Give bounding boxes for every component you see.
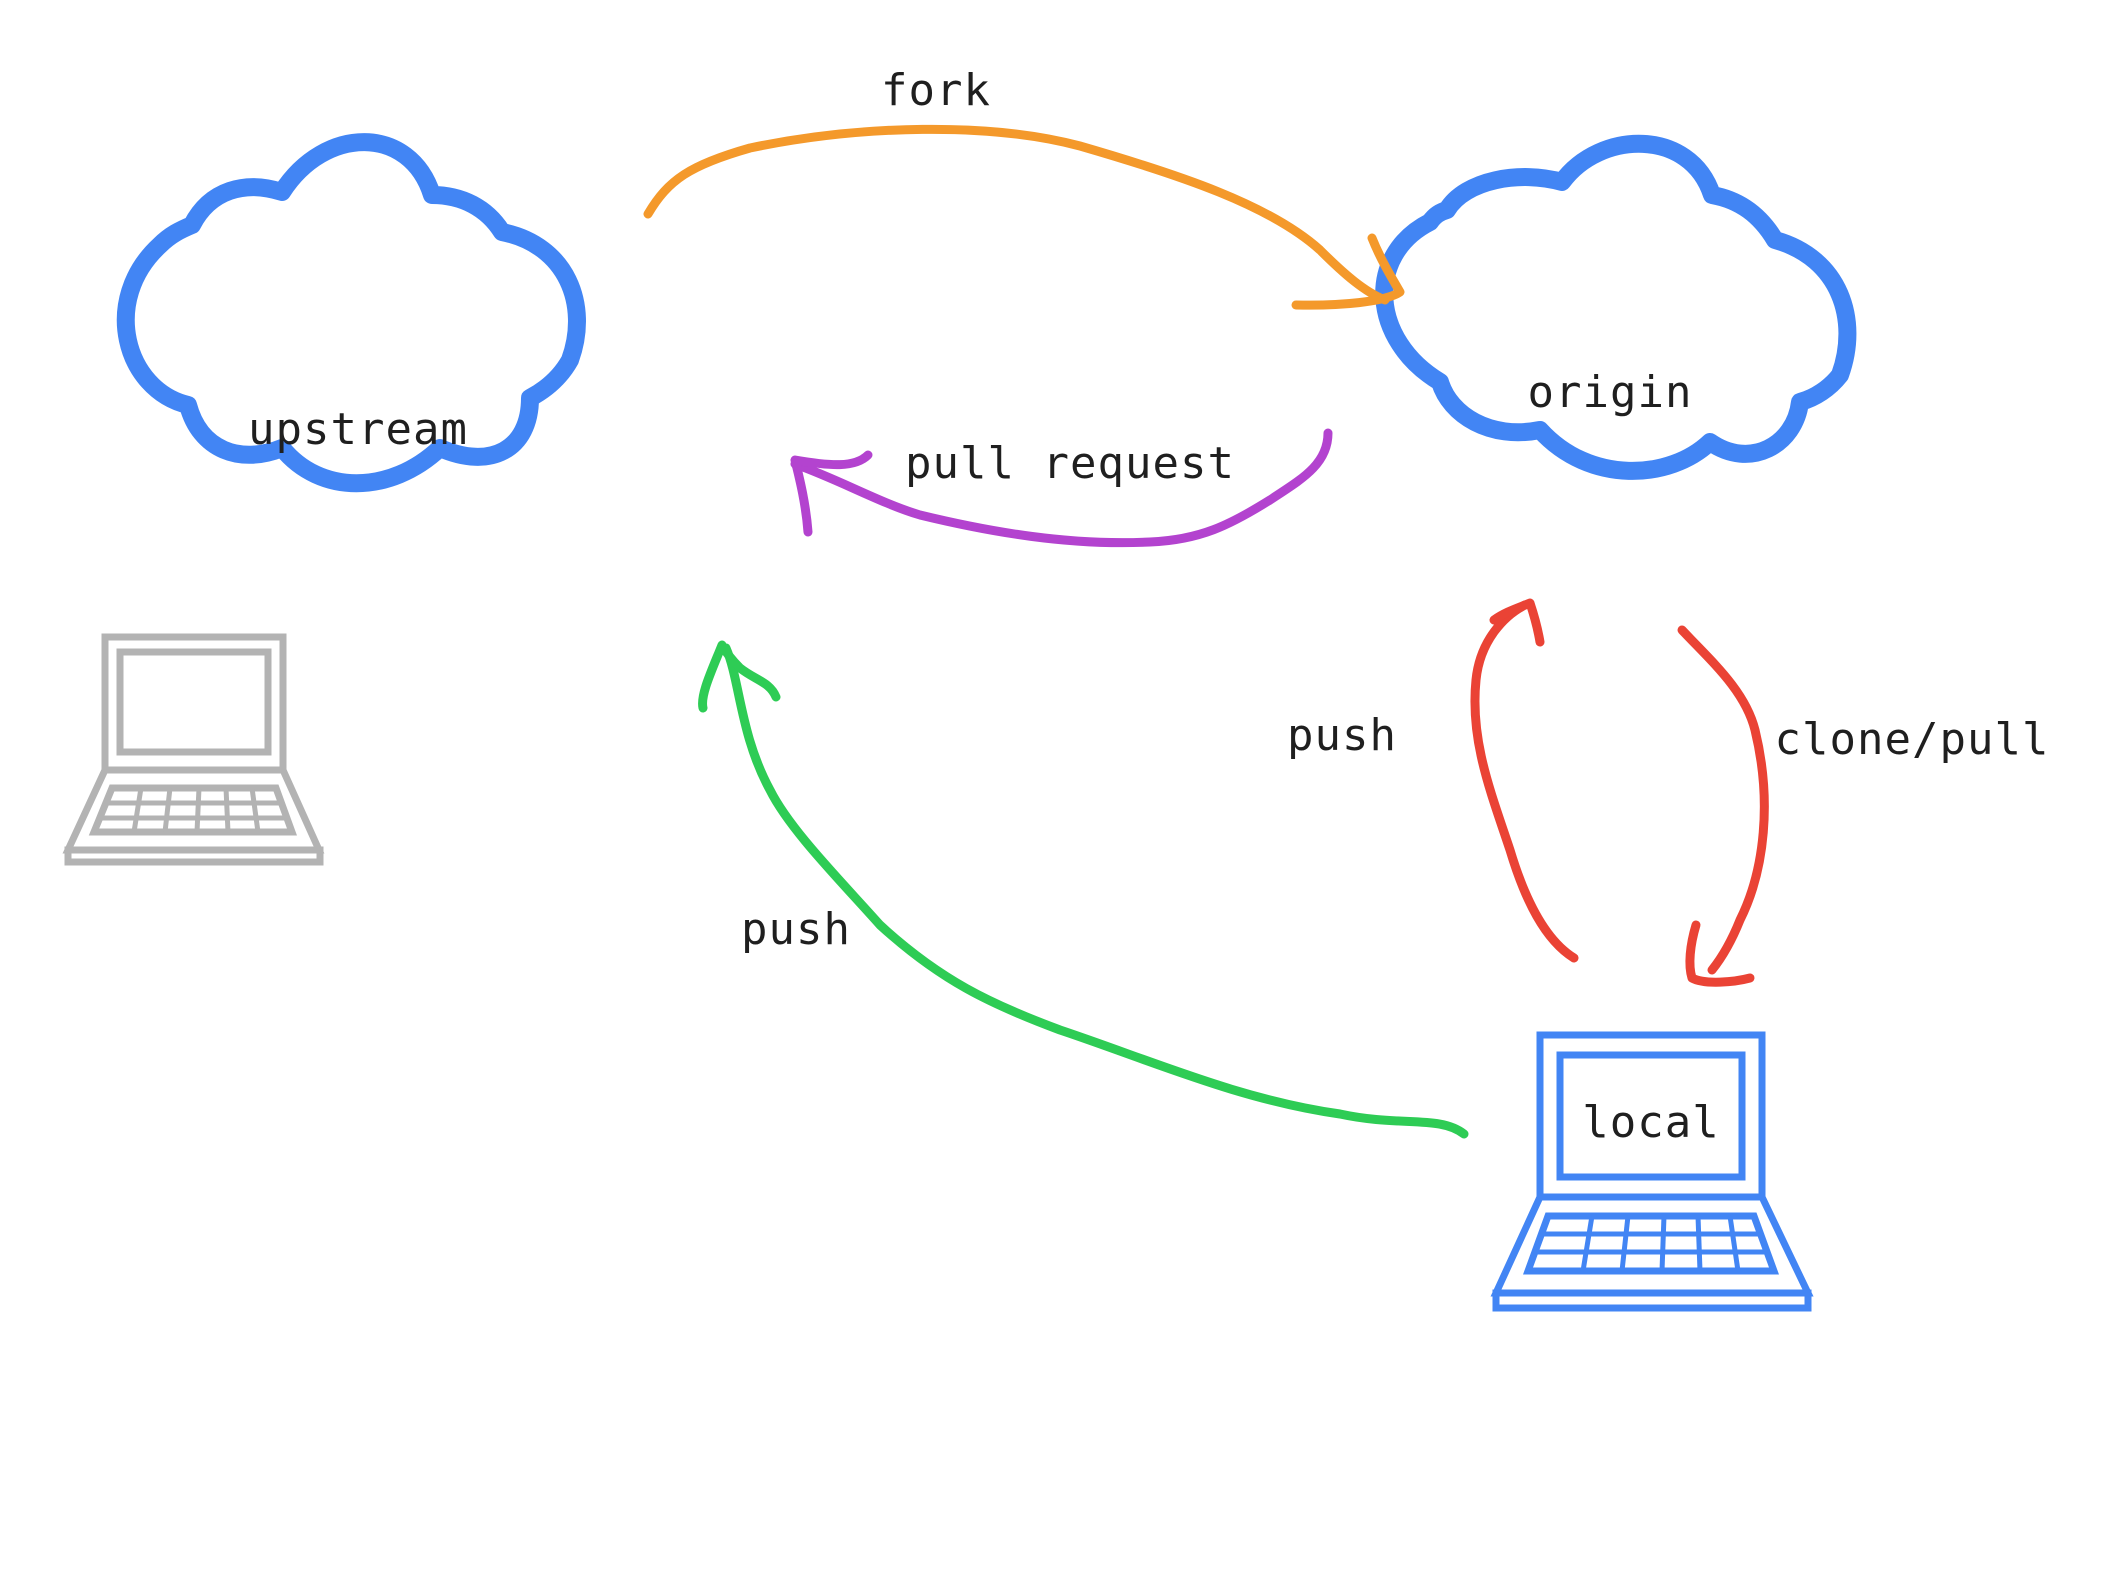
fork-label: fork [881, 65, 991, 116]
push-to-origin-label: push [1287, 710, 1397, 761]
local-label: local [1582, 1097, 1719, 1148]
pull-request-label: pull request [905, 438, 1235, 489]
origin-cloud-icon [1375, 134, 1857, 480]
push-to-upstream-label: push [741, 904, 851, 955]
push-to-upstream-arrow [698, 640, 1469, 1139]
upstream-label: upstream [248, 404, 468, 455]
other-laptop-icon [62, 633, 325, 866]
pull-request-arrow [790, 428, 1333, 548]
clone-pull-arrow [1677, 625, 1769, 987]
upstream-cloud-icon [116, 133, 586, 493]
origin-label: origin [1528, 367, 1693, 418]
local-laptop-icon [1490, 1031, 1814, 1312]
fork-arrow [643, 124, 1405, 310]
push-to-origin-arrow [1470, 598, 1579, 963]
clone-pull-label: clone/pull [1775, 714, 2050, 765]
